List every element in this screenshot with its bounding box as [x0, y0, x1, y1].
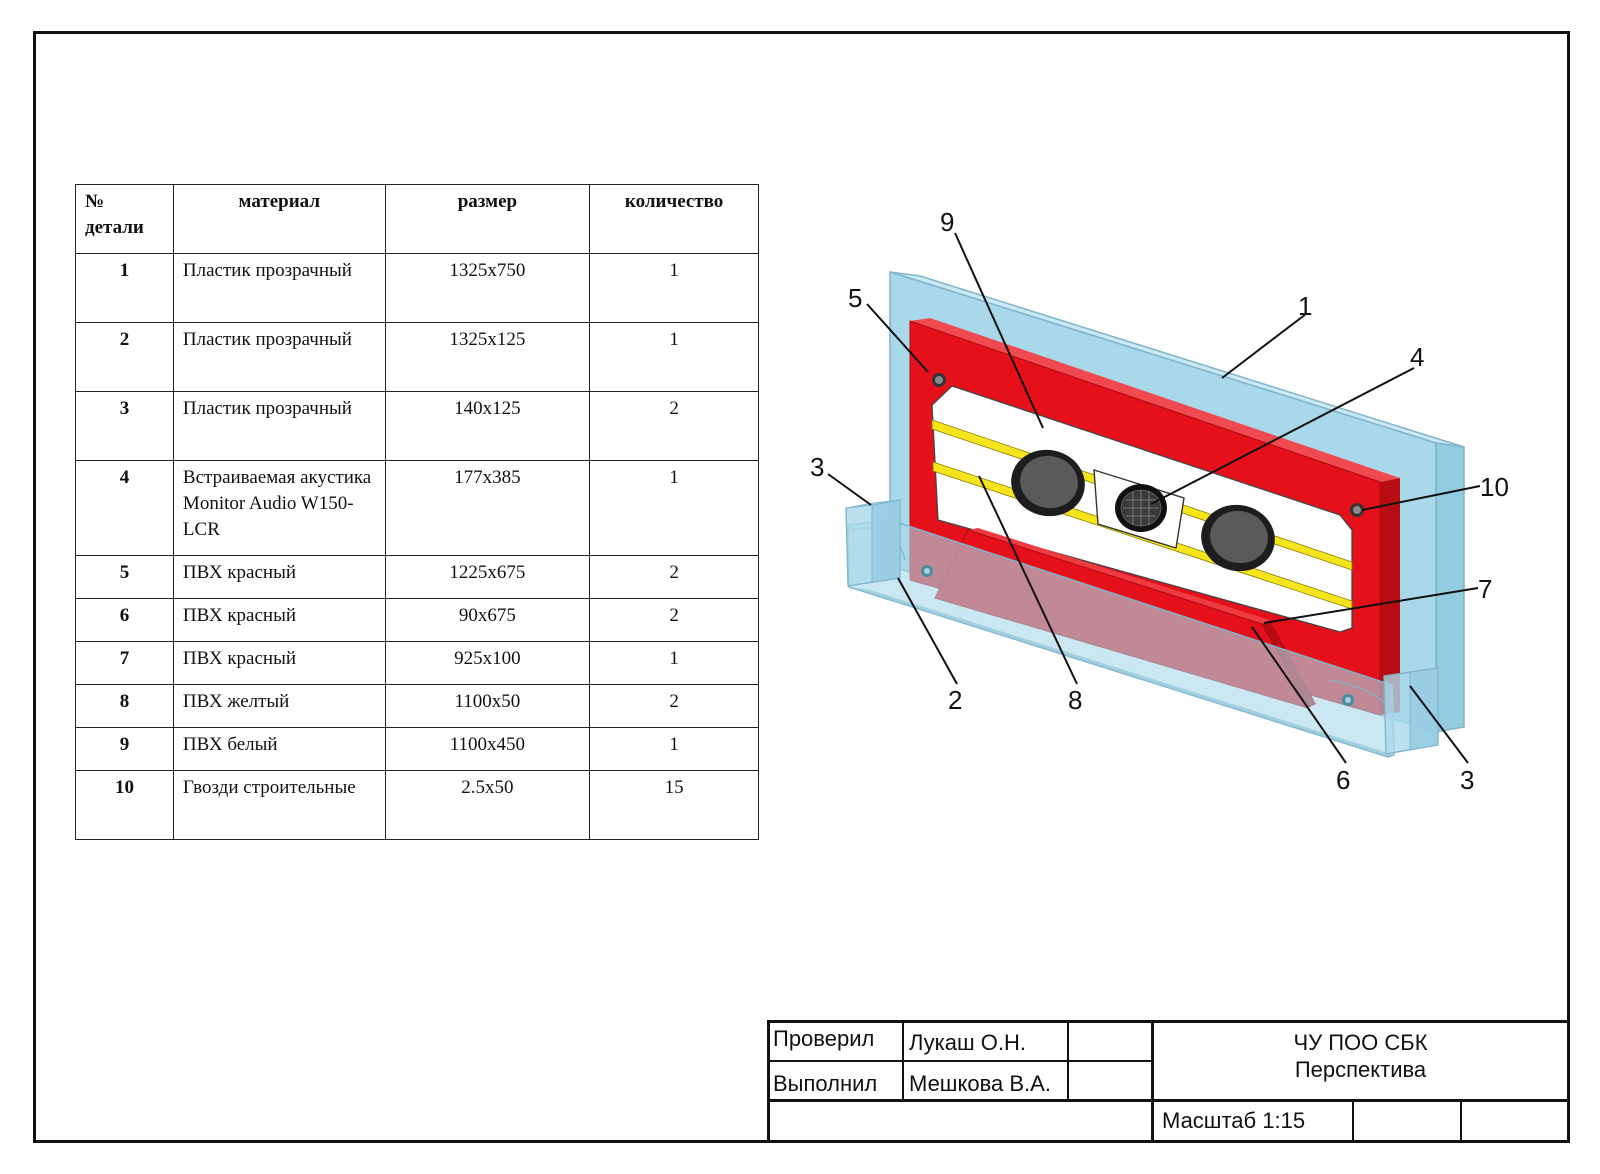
header-part-number: № детали [75, 184, 174, 254]
cell-material: ПВХ красный [172, 555, 386, 599]
left-reel [1011, 449, 1085, 517]
callout-1: 1 [1298, 291, 1312, 321]
cell-qty: 1 [589, 641, 759, 685]
tb-divider [767, 1099, 1570, 1102]
leader-lines [827, 232, 1481, 764]
cell-size: 140x125 [384, 391, 591, 461]
cell-num: 3 [75, 391, 174, 461]
table-row: 1 Пластик прозрачный 1325x750 1 [75, 253, 759, 323]
tb-divider [1352, 1099, 1354, 1143]
callout-6: 6 [1336, 765, 1350, 795]
cell-material: Встраиваемая акустика Monitor Audio W150… [172, 460, 386, 556]
checked-name: Лукаш О.Н. [909, 1030, 1027, 1055]
scale-label: Масштаб 1:15 [1162, 1108, 1306, 1133]
screw-icon [932, 373, 946, 387]
cell-size: 925x100 [384, 641, 591, 685]
table-row: 3 Пластик прозрачный 140x125 2 [75, 391, 759, 461]
table-row: 7 ПВХ красный 925x100 1 [75, 641, 759, 685]
right-side-block [1383, 667, 1439, 755]
table-header-row: № детали материал размер количество [75, 184, 759, 254]
cell-num: 5 [75, 555, 174, 599]
left-side-block [845, 499, 901, 587]
callout-3-right: 3 [1460, 765, 1474, 795]
table-row: 8 ПВХ желтый 1100x50 2 [75, 684, 759, 728]
cell-material: Гвозди строительные [172, 770, 386, 840]
table-row: 9 ПВХ белый 1100x450 1 [75, 727, 759, 771]
parts-table: № детали материал размер количество 1 Пл… [75, 184, 759, 840]
organization-name: ЧУ ПОО СБК [1293, 1030, 1428, 1055]
callout-8: 8 [1068, 685, 1082, 715]
cell-material: ПВХ красный [172, 641, 386, 685]
cell-size: 1225x675 [384, 555, 591, 599]
callout-4: 4 [1410, 342, 1424, 372]
tb-left-border [767, 1020, 770, 1143]
callout-5: 5 [848, 283, 862, 313]
cell-size: 1100x450 [384, 727, 591, 771]
done-name: Мешкова В.А. [909, 1071, 1051, 1096]
callout-2: 2 [948, 685, 962, 715]
cell-qty: 2 [589, 391, 759, 461]
speaker-mesh-icon [1115, 484, 1167, 532]
header-size: размер [384, 184, 591, 254]
cell-material: ПВХ желтый [172, 684, 386, 728]
cell-size: 1325x750 [384, 253, 591, 323]
right-reel [1201, 504, 1275, 572]
cell-num: 7 [75, 641, 174, 685]
cell-num: 9 [75, 727, 174, 771]
cell-size: 2.5x50 [384, 770, 591, 840]
sheet-title: Перспектива [1294, 1057, 1427, 1082]
cell-material: ПВХ белый [172, 727, 386, 771]
cell-num: 8 [75, 684, 174, 728]
table-row: 4 Встраиваемая акустика Monitor Audio W1… [75, 460, 759, 556]
header-material: материал [172, 184, 386, 254]
cell-num: 10 [75, 770, 174, 840]
cell-material: Пластик прозрачный [172, 253, 386, 323]
callout-9: 9 [940, 207, 954, 237]
tb-divider [1460, 1099, 1462, 1143]
cell-qty: 15 [589, 770, 759, 840]
acrylic-base [847, 519, 1395, 758]
cell-num: 1 [75, 253, 174, 323]
table-row: 5 ПВХ красный 1225x675 2 [75, 555, 759, 599]
screw-icon [1342, 694, 1354, 706]
screw-icon [1350, 503, 1364, 517]
cell-size: 1325x125 [384, 322, 591, 392]
cell-num: 2 [75, 322, 174, 392]
screw-icon [921, 565, 933, 577]
cell-qty: 1 [589, 322, 759, 392]
drawing-frame [33, 31, 1570, 1143]
callout-7: 7 [1478, 574, 1492, 604]
table-row: 2 Пластик прозрачный 1325x125 1 [75, 322, 759, 392]
tb-top-border [767, 1020, 1570, 1023]
callout-3-left: 3 [810, 452, 824, 482]
cell-size: 1100x50 [384, 684, 591, 728]
done-label: Выполнил [773, 1071, 878, 1096]
tb-divider [1151, 1020, 1154, 1143]
cell-size: 177x385 [384, 460, 591, 556]
cell-material: Пластик прозрачный [172, 322, 386, 392]
cell-qty: 1 [589, 727, 759, 771]
cell-qty: 1 [589, 253, 759, 323]
table-row: 10 Гвозди строительные 2.5x50 15 [75, 770, 759, 840]
tb-divider [767, 1060, 1153, 1062]
cell-material: Пластик прозрачный [172, 391, 386, 461]
cell-qty: 1 [589, 460, 759, 556]
cell-material: ПВХ красный [172, 598, 386, 642]
callout-10: 10 [1480, 472, 1509, 502]
checked-label: Проверил [773, 1026, 875, 1051]
